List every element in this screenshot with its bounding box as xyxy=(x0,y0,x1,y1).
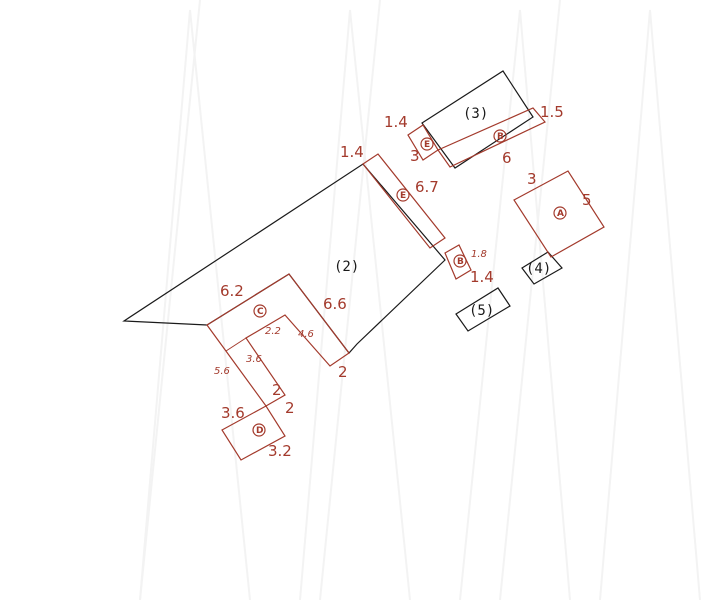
annex-c-outline xyxy=(206,273,350,407)
annex-c-dim-inner-top: 2.2 xyxy=(265,326,281,337)
building-3-outline xyxy=(421,70,534,169)
annex-g-dim-side: 6 xyxy=(502,149,512,167)
annex-c-dim-bottom-right: 2 xyxy=(338,363,348,381)
annex-c-dim-inner-left: 3.6 xyxy=(246,354,262,365)
building-4-label: (4) xyxy=(526,261,551,277)
annex-d-letter: D xyxy=(256,426,263,436)
annex-c-marker-icon xyxy=(253,304,267,318)
annex-f-dim-side: 3 xyxy=(410,147,420,165)
annex-e-dim-side: 6.7 xyxy=(415,178,439,196)
annex-f-marker-icon xyxy=(420,137,434,151)
annex-g-dim-top: 1.5 xyxy=(540,103,564,121)
annex-g: B 1.5 6 xyxy=(437,103,564,168)
annex-c-dim-outer-left: 5.6 xyxy=(214,366,230,377)
annex-d-dim-left: 3.6 xyxy=(221,404,245,422)
building-4: (4) xyxy=(521,251,563,285)
annex-a-marker-icon xyxy=(553,206,567,220)
building-3-label: (3) xyxy=(463,106,488,122)
annex-e-dim-top: 1.4 xyxy=(340,143,364,161)
annex-e: E 1.4 6.7 xyxy=(340,143,446,249)
annex-g-marker-icon xyxy=(493,129,507,143)
building-4-outline xyxy=(521,251,563,285)
annex-g-outline xyxy=(437,107,546,168)
annex-c-dim-right: 6.6 xyxy=(323,295,347,313)
annex-f-dim-top: 1.4 xyxy=(384,113,408,131)
annex-a: A 3 5 xyxy=(513,170,605,258)
annex-a-dim-right: 5 xyxy=(582,191,592,209)
building-2-label: (2) xyxy=(334,259,359,275)
annex-c: C 6.2 6.6 2.2 4.6 3.6 5.6 2 2 xyxy=(206,273,350,407)
annex-f: E 1.4 3 xyxy=(384,113,439,165)
annex-d-outline xyxy=(221,405,286,461)
annex-c-dim-top: 6.2 xyxy=(220,282,244,300)
building-5-label: (5) xyxy=(469,303,494,319)
building-2: (2) xyxy=(122,163,446,354)
annex-b-dim-bottom: 1.4 xyxy=(470,268,494,286)
annex-b-marker-icon xyxy=(453,254,467,268)
annex-e-letter: E xyxy=(400,191,406,201)
building-3: (3) xyxy=(421,70,534,169)
annex-e-marker-icon xyxy=(396,188,410,202)
annex-d: D 3.6 2 3.2 xyxy=(221,399,295,461)
annex-f-letter: E xyxy=(424,140,430,150)
annex-b-outline xyxy=(444,244,472,280)
annex-b: B 1.8 1.4 xyxy=(444,244,494,286)
watermark-pattern xyxy=(139,0,701,600)
building-5-outline xyxy=(455,287,511,332)
annex-g-letter: B xyxy=(497,132,504,142)
annex-a-outline xyxy=(513,170,605,258)
building-2-outline xyxy=(122,163,446,354)
annex-c-dim-leg: 2 xyxy=(272,381,282,399)
annex-d-marker-icon xyxy=(252,423,266,437)
annex-c-letter: C xyxy=(257,307,264,317)
annex-b-dim-top: 1.8 xyxy=(471,249,487,260)
annex-d-dim-bottom: 3.2 xyxy=(268,442,292,460)
building-5: (5) xyxy=(455,287,511,332)
annex-a-letter: A xyxy=(557,209,564,219)
annex-c-dim-inner-right: 4.6 xyxy=(298,329,314,340)
annex-a-dim-top: 3 xyxy=(527,170,537,188)
annex-d-dim-right: 2 xyxy=(285,399,295,417)
annex-b-letter: B xyxy=(457,257,464,267)
annex-e-outline xyxy=(362,153,446,249)
